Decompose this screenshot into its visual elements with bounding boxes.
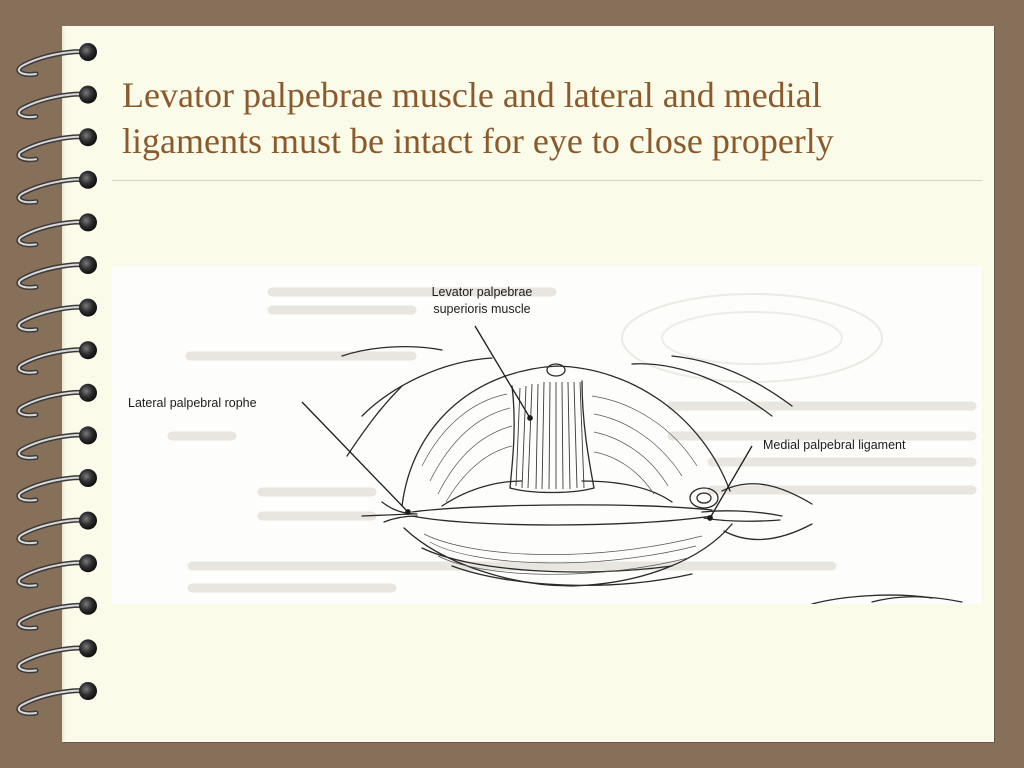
title-divider (112, 180, 982, 181)
binding-ring (16, 383, 97, 418)
binding-ring (16, 170, 97, 205)
binding-ring (16, 639, 97, 674)
page-binding-edge (62, 26, 66, 742)
binding-ring (16, 298, 97, 333)
binding-ring (16, 596, 97, 631)
label-medial-palpebral-ligament: Medial palpebral ligament (763, 438, 906, 452)
label-levator-palpebrae: Levator palpebrae superioris muscle (402, 284, 562, 318)
binding-ring (16, 469, 97, 503)
label-lateral-palpebral-raphe: Lateral palpebral rophe (128, 396, 257, 410)
label-levator-line-2: superioris muscle (433, 302, 531, 316)
binding-ring (16, 341, 97, 376)
slide-title-line-2: ligaments must be intact for eye to clos… (122, 121, 834, 161)
eyelid-anatomy-figure: Levator palpebrae superioris muscle Late… (112, 266, 982, 604)
binding-ring (16, 43, 97, 77)
spiral-binding-rings (16, 43, 97, 716)
binding-ring (16, 682, 97, 716)
binding-ring (16, 213, 97, 248)
binding-ring (16, 554, 97, 589)
binding-ring (16, 256, 97, 290)
slide-title: Levator palpebrae muscle and lateral and… (122, 72, 982, 164)
eyelid-anatomy-illustration (167, 287, 977, 604)
label-levator-line-1: Levator palpebrae (431, 285, 533, 299)
binding-ring (16, 426, 97, 461)
binding-ring (16, 85, 97, 120)
binding-ring (16, 128, 97, 163)
binding-ring (16, 511, 97, 546)
slide-title-line-1: Levator palpebrae muscle and lateral and… (122, 75, 822, 115)
